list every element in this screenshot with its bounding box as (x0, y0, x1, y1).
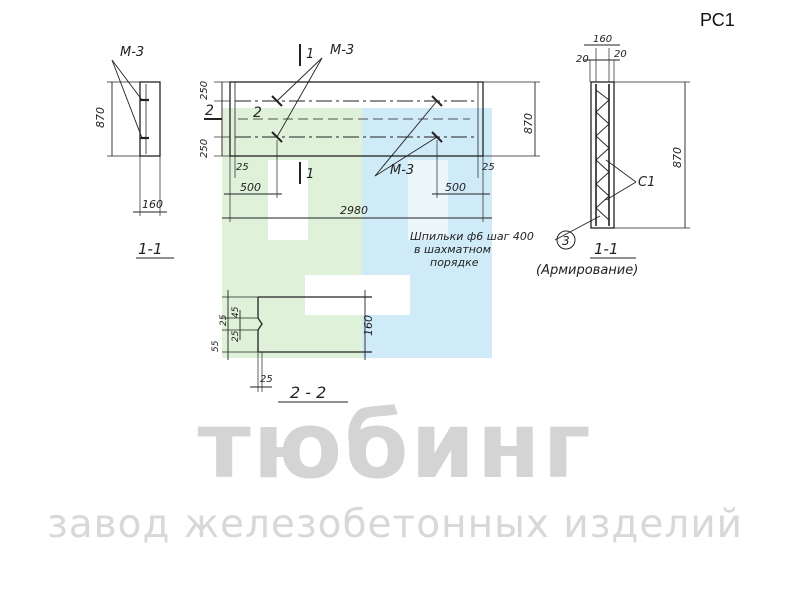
fv-dim-left: 500 (240, 181, 261, 194)
fv-note-line2: в шахматном (414, 243, 491, 256)
s22-dim-b: 25 (219, 314, 229, 326)
fv-dim-top: 250 (199, 81, 210, 100)
fv-note-ref: 3 (562, 234, 570, 248)
sr-dim-width: 160 (593, 34, 612, 45)
fv-cut-2-inner: 2 (253, 105, 262, 121)
fv-note-line3: порядке (430, 256, 479, 269)
watermark-logo (222, 108, 492, 358)
s22-dim-d: 25 (231, 330, 241, 342)
s22-dim-height: 160 (362, 315, 375, 336)
reinf-outline (590, 81, 615, 229)
sr-sublabel: (Армирование) (536, 263, 638, 278)
section-1-1-outline (139, 81, 161, 157)
logo-white-gap-2 (305, 275, 410, 315)
front-view-outline (229, 81, 484, 157)
fv-mark-top: М-3 (330, 43, 354, 58)
section-1-1 (107, 59, 174, 259)
fv-note-line1: Шпильки ф6 шаг 400 (410, 230, 534, 243)
sr-dim-height: 870 (671, 147, 684, 168)
s11-width: 160 (142, 198, 163, 211)
s22-dim-a: 45 (231, 306, 241, 318)
section-2-2-outline (257, 296, 372, 353)
s22-dim-c: 55 (211, 340, 221, 352)
fv-cut-top: 1 (306, 47, 314, 62)
fv-dim-right: 500 (445, 181, 466, 194)
fv-dim-edge-right: 25 (482, 162, 495, 173)
sr-label: 1-1 (594, 240, 619, 258)
fv-cut-2-left: 2 (205, 103, 214, 119)
s11-label: 1-1 (138, 240, 163, 258)
sr-dim-right: 20 (614, 49, 627, 60)
watermark-brand-name: тюбинг (197, 392, 593, 499)
fv-dim-height: 870 (522, 113, 535, 134)
logo-white-gap-3 (408, 160, 448, 240)
sr-mesh: С1 (638, 175, 655, 190)
section-reinforcement (584, 44, 690, 259)
logo-white-gap (268, 160, 308, 240)
section-2-2 (222, 290, 372, 403)
s11-mark: М-3 (120, 45, 144, 60)
fv-dim-bottom: 250 (199, 139, 210, 158)
s22-dim-bottom: 25 (260, 374, 273, 385)
watermark-tagline: завод железобетонных изделий (46, 502, 744, 547)
sr-dim-left: 20 (576, 54, 589, 65)
s22-label: 2 - 2 (290, 383, 326, 402)
fv-mark-bottom: М-3 (390, 163, 414, 178)
fv-cut-bottom: 1 (306, 167, 314, 182)
fv-dim-edge-left: 25 (236, 162, 249, 173)
sheet-code: РС1 (700, 10, 735, 30)
front-view (204, 44, 601, 250)
fv-dim-total: 2980 (340, 204, 368, 217)
s11-height: 870 (94, 107, 107, 128)
